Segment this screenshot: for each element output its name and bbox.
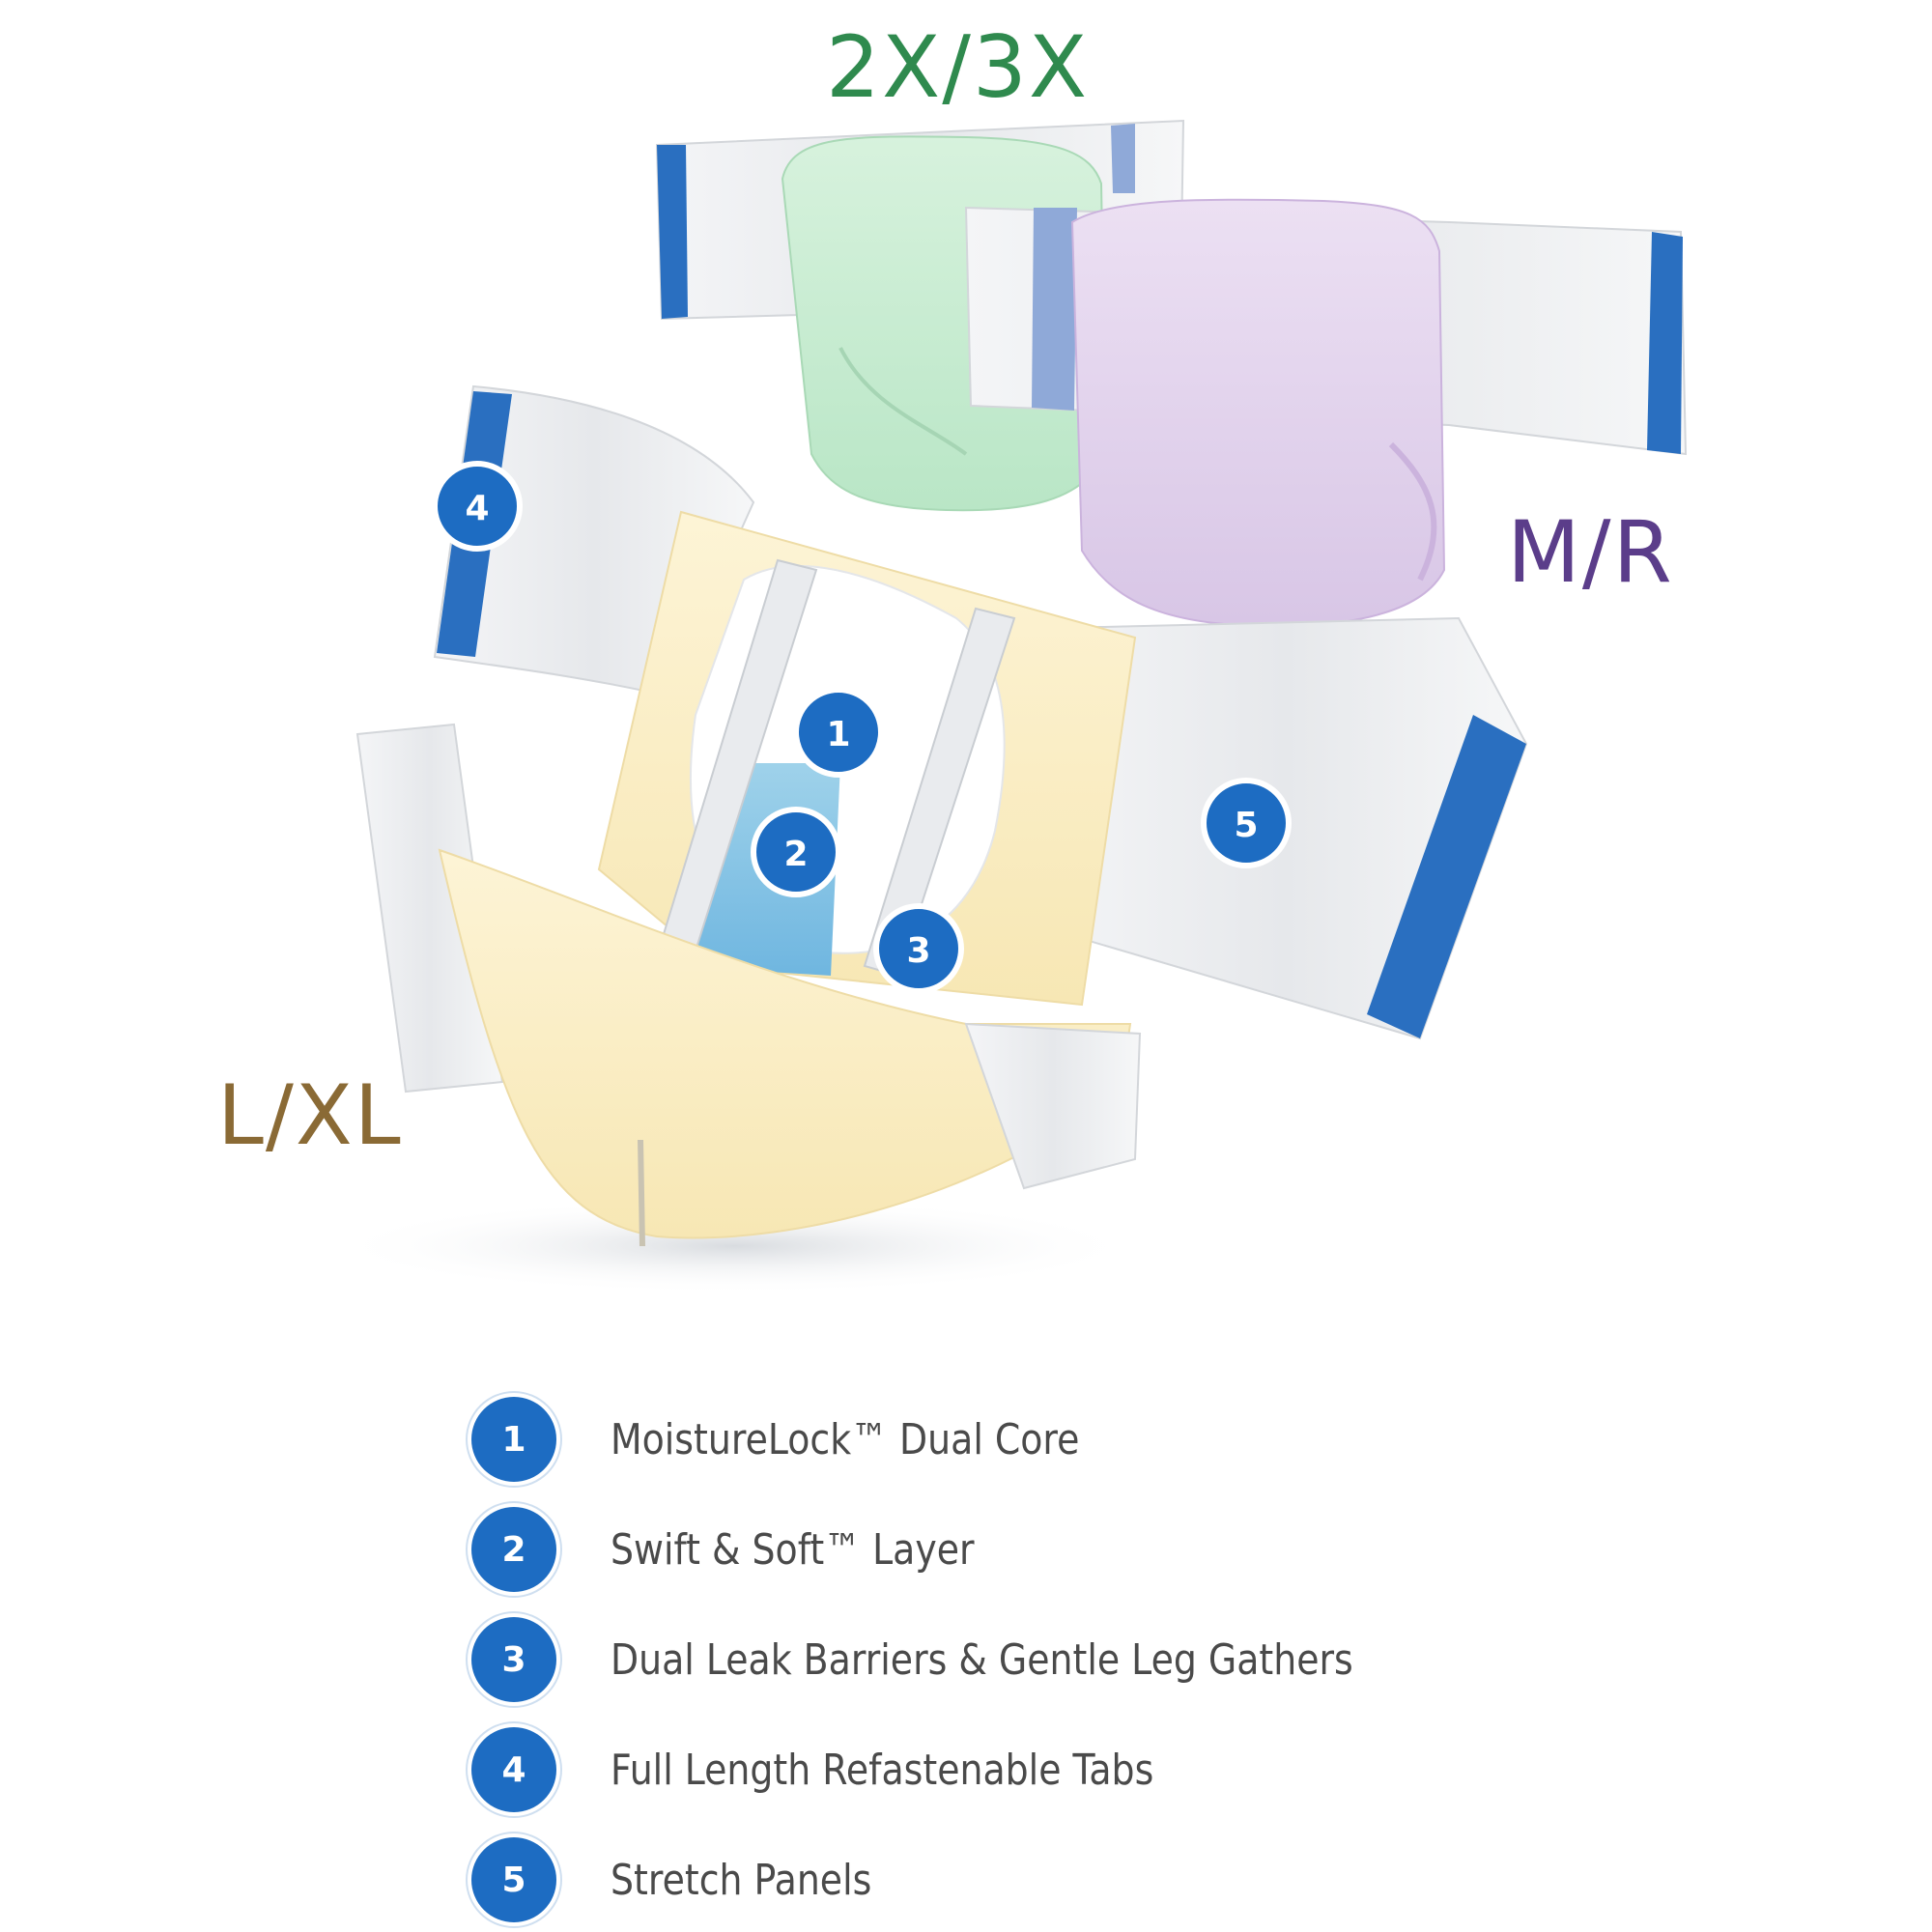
brief-illustration: 4 1 2 3 5 <box>328 119 1688 1294</box>
legend-badge-3: 3 <box>471 1617 556 1702</box>
callout-3-number: 3 <box>906 931 930 971</box>
callout-1-number: 1 <box>826 715 850 754</box>
callout-badge-1: 1 <box>793 687 884 778</box>
callout-2-number: 2 <box>783 835 808 874</box>
callout-5-number: 5 <box>1234 806 1258 845</box>
legend-text-3: Dual Leak Barriers & Gentle Leg Gathers <box>611 1634 1353 1685</box>
callout-badge-2: 2 <box>751 807 841 897</box>
callout-4-number: 4 <box>465 489 489 528</box>
legend-text-5: Stretch Panels <box>611 1855 872 1905</box>
legend-item-2: 2 Swift & Soft™ Layer <box>471 1501 1034 1598</box>
legend-text-2: Swift & Soft™ Layer <box>611 1524 975 1575</box>
legend-badge-4: 4 <box>471 1727 556 1812</box>
legend-badge-2: 2 <box>471 1507 556 1592</box>
legend-item-5: 5 Stretch Panels <box>471 1832 914 1928</box>
callout-badge-3: 3 <box>873 903 964 994</box>
size-label-lxl: L/XL <box>217 1067 403 1164</box>
legend-badge-5: 5 <box>471 1837 556 1922</box>
legend-item-1: 1 MoistureLock™ Dual Core <box>471 1391 1155 1488</box>
legend-item-4: 4 Full Length Refastenable Tabs <box>471 1721 1242 1818</box>
legend-item-3: 3 Dual Leak Barriers & Gentle Leg Gather… <box>471 1611 1474 1708</box>
legend-text-4: Full Length Refastenable Tabs <box>611 1745 1154 1795</box>
callout-badge-4: 4 <box>432 461 523 552</box>
size-label-mr: M/R <box>1507 502 1674 602</box>
callout-badge-5: 5 <box>1201 778 1292 868</box>
size-label-2x3x: 2X/3X <box>826 17 1090 117</box>
legend-text-1: MoistureLock™ Dual Core <box>611 1414 1080 1464</box>
legend-badge-1: 1 <box>471 1397 556 1482</box>
brief-purple-mr <box>964 198 1688 628</box>
